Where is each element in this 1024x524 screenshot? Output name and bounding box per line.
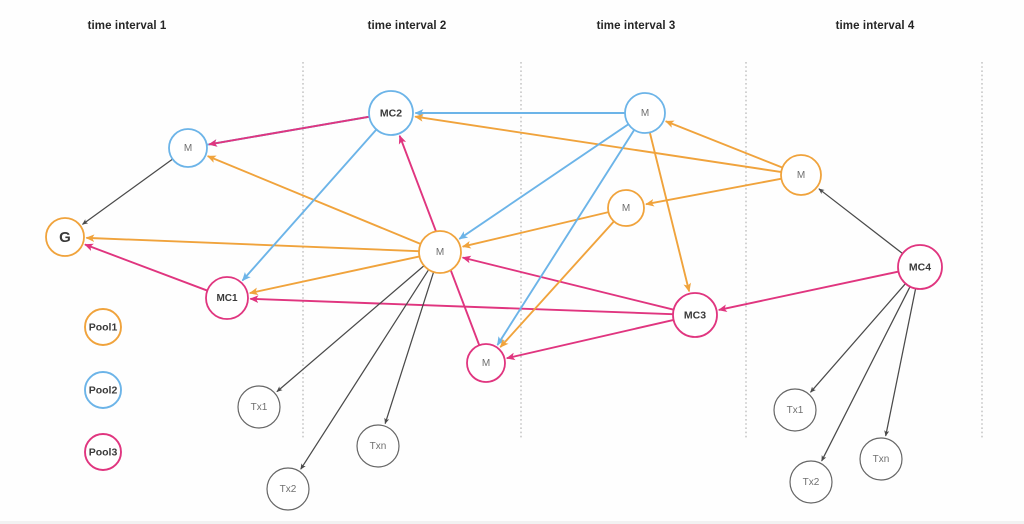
interval-label-2: time interval 2: [367, 20, 447, 32]
node-label-txnL: Txn: [370, 441, 387, 452]
node-m1[interactable]: M: [168, 128, 208, 168]
node-txnR[interactable]: Txn: [859, 437, 903, 481]
edge-m3b-to-m2p: [496, 129, 635, 346]
node-m3b[interactable]: M: [624, 92, 666, 134]
edge-mc1-to-g: [84, 243, 208, 292]
edge-m2c-to-g: [85, 234, 420, 253]
edge-m3o-to-m2c: [461, 211, 609, 249]
edge-mc3-to-m2p: [506, 319, 675, 361]
node-mc4[interactable]: MC4: [897, 244, 943, 290]
edges-layer: [82, 109, 917, 470]
edge-mc3-to-mc1: [249, 295, 674, 316]
node-label-tx1L: Tx1: [251, 402, 268, 413]
time-interval-dividers: [302, 62, 983, 440]
edge-mc4-to-tx1R: [810, 283, 906, 393]
node-tx2L[interactable]: Tx2: [266, 467, 310, 511]
legend-label-2: Pool2: [89, 385, 118, 397]
edge-m2c-to-txnL: [384, 271, 435, 425]
edge-mc4-to-tx2R: [821, 286, 911, 462]
node-label-tx1R: Tx1: [787, 405, 804, 416]
node-label-mc3: MC3: [684, 310, 706, 322]
node-mc2[interactable]: MC2: [368, 90, 414, 136]
edge-m2c-to-tx1L: [276, 265, 425, 393]
node-label-mc2: MC2: [380, 108, 402, 120]
node-tx1L[interactable]: Tx1: [237, 385, 281, 429]
legend-item-pool2: Pool2: [84, 371, 122, 409]
node-label-m3b: M: [641, 108, 649, 119]
edge-mc3-to-m2c: [461, 255, 675, 311]
interval-label-1: time interval 1: [87, 20, 167, 32]
node-label-txnR: Txn: [873, 454, 890, 465]
legend-item-pool1: Pool1: [84, 308, 122, 346]
edge-mc4-to-m4: [818, 188, 903, 254]
edge-mc2-to-mc1: [241, 128, 378, 282]
node-tx2R[interactable]: Tx2: [789, 460, 833, 504]
edge-m4-to-m3b: [665, 120, 783, 169]
node-label-m4: M: [797, 170, 805, 181]
interval-label-4: time interval 4: [835, 20, 915, 32]
node-m3o[interactable]: M: [607, 189, 645, 227]
edge-m4-to-m3o: [645, 177, 782, 207]
node-m2p[interactable]: M: [466, 343, 506, 383]
edge-m3b-to-m2c: [458, 123, 629, 240]
node-label-m1: M: [184, 143, 192, 154]
legend-item-pool3: Pool3: [84, 433, 122, 471]
node-label-tx2L: Tx2: [280, 484, 297, 495]
node-label-m3o: M: [622, 203, 630, 214]
node-label-tx2R: Tx2: [803, 477, 820, 488]
node-m2c[interactable]: M: [418, 230, 462, 274]
edge-m2c-to-tx2L: [300, 269, 430, 470]
node-label-g: G: [59, 229, 71, 246]
node-tx1R[interactable]: Tx1: [773, 388, 817, 432]
node-mc1[interactable]: MC1: [205, 276, 249, 320]
legend-label-3: Pool3: [89, 447, 118, 459]
node-label-mc4: MC4: [909, 262, 931, 274]
node-m4[interactable]: M: [780, 154, 822, 196]
node-g[interactable]: G: [45, 217, 85, 257]
edge-mc2-to-m1: [208, 115, 370, 147]
edge-mc4-to-mc3: [718, 270, 899, 313]
node-label-m2p: M: [482, 358, 490, 369]
bottom-frame-line: [0, 521, 1024, 524]
edge-m2c-to-mc1: [249, 255, 420, 296]
edge-mc4-to-txnR: [884, 288, 917, 437]
node-label-m2c: M: [436, 247, 444, 258]
edge-m1-to-g: [82, 158, 173, 225]
legend-label-1: Pool1: [89, 322, 118, 334]
edge-m3b-to-mc3: [648, 131, 691, 293]
node-txnL[interactable]: Txn: [356, 424, 400, 468]
node-label-mc1: MC1: [216, 293, 238, 304]
interval-label-3: time interval 3: [596, 20, 676, 32]
edge-m3o-to-m2p: [499, 220, 615, 348]
node-mc3[interactable]: MC3: [672, 292, 718, 338]
